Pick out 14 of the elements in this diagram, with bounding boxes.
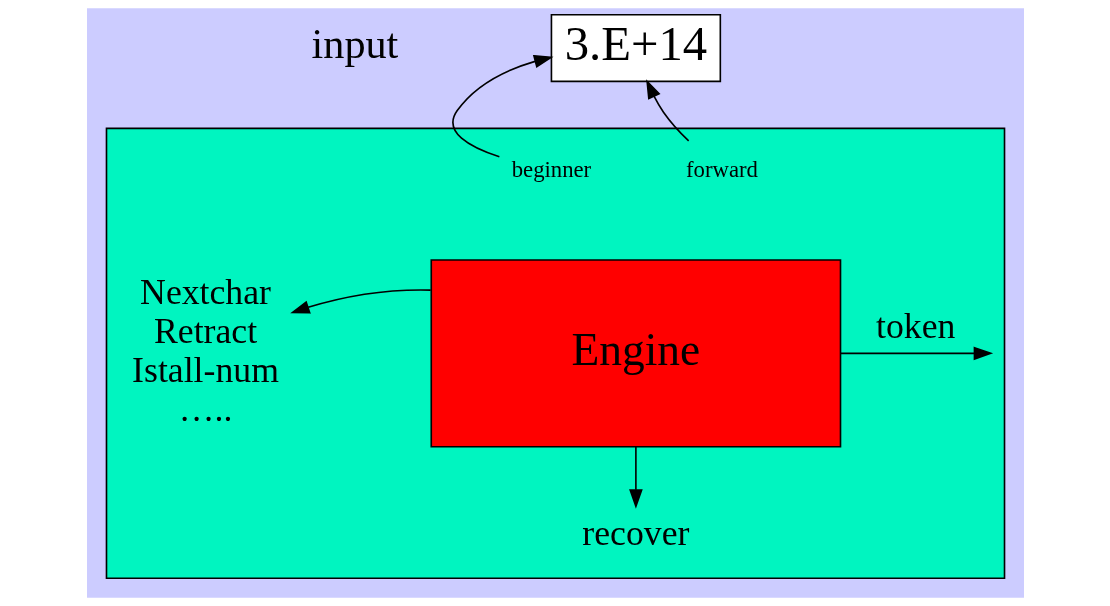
node-text: beginner (511, 156, 591, 182)
node-text: forward (685, 156, 758, 182)
node-box: Engine (429, 259, 841, 448)
node-text: recover (581, 513, 689, 554)
node-label: input (311, 20, 398, 68)
node-box: 3.E+14 (550, 13, 721, 83)
edge-label: token (875, 306, 955, 347)
arrow (451, 54, 553, 158)
node-text: Nextchar Retract Istall-num ….. (131, 271, 279, 429)
arrow (645, 79, 689, 142)
arrow (289, 289, 431, 314)
arrow (628, 445, 643, 509)
cluster (105, 127, 1005, 580)
arrow (839, 346, 993, 361)
